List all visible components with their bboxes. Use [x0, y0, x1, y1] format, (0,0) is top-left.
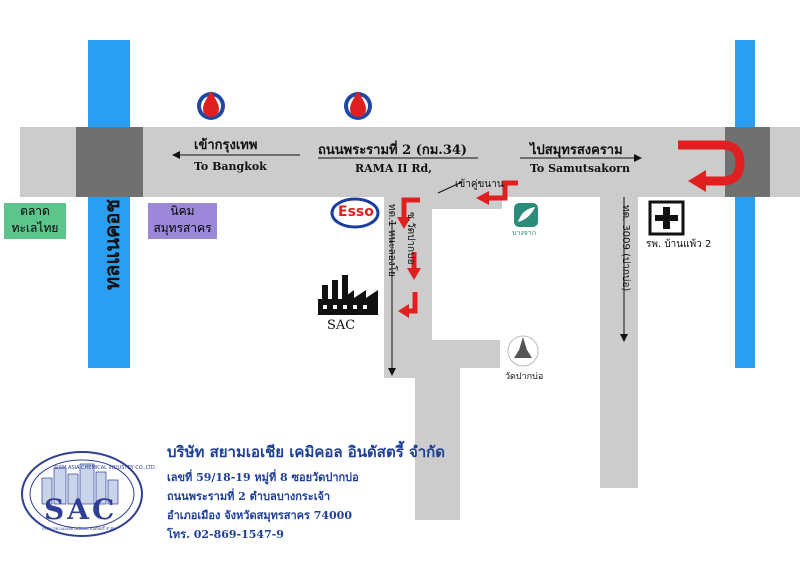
soi-wat-paknam-label: ซ.วัดปากบ่อ: [405, 212, 416, 265]
road-3009: [600, 197, 638, 488]
rama1-road-label: ทด.1 หนะลองโย: [386, 204, 397, 277]
main-road-label: RAMA II Rd,: [355, 162, 432, 175]
market-label: ตลาด ทะเลไทย: [4, 203, 66, 239]
road-3009-label: ทด. 3009 (ปากบ่อ): [620, 205, 631, 292]
left-vertical-label: ทลแนคอช: [100, 199, 124, 290]
ptt-station-1-icon: [197, 91, 225, 120]
esso-label: Esso: [338, 204, 374, 220]
sac-factory-label: SAC: [327, 318, 356, 333]
route-arrow-4: [408, 292, 418, 314]
ptt-station-2-icon: [344, 91, 372, 120]
address-line-2: ถนนพระรามที่ 2 ตำบลบางกระเจ้า: [167, 490, 331, 503]
sac-logo: [21, 451, 143, 537]
junction-left: [76, 127, 143, 197]
bangchak-logo-icon: [514, 203, 538, 227]
to-samutsongkhram-thai-label: ไปสมุทรสงคราม: [530, 143, 623, 158]
esso-logo-icon: [330, 197, 380, 229]
address-line-3: อำเภอเมือง จังหวัดสมุทรสาคร 74000: [167, 509, 352, 522]
junction-right: [725, 127, 770, 197]
river-left: [88, 40, 130, 368]
main-road-thai-label: ถนนพระรามที่ 2 (กม.34): [318, 143, 468, 158]
enter-frontage-label: เข้าคู่ขนาน: [455, 179, 504, 190]
temple-icon: [507, 335, 539, 367]
logo-sub-text: บริษัท สยามเอเชีย เคมิคอล อินดัสตรี้ จำก…: [42, 526, 116, 531]
address-line-1: เลขที่ 59/18-19 หมู่ที่ 8 ซอยวัดปากบ่อ: [167, 471, 359, 484]
river-right: [735, 40, 755, 368]
factory-icon: [318, 275, 378, 315]
main-road: [20, 127, 800, 197]
u-turn-arrow: [678, 140, 745, 186]
hospital-icon: [648, 200, 685, 236]
to-bangkok-thai-label: เข้ากรุงเทพ: [194, 138, 258, 153]
to-bangkok-label: To Bangkok: [194, 160, 267, 173]
logo-letters: SAC: [44, 493, 118, 526]
company-name: บริษัท สยามเอเชีย เคมิคอล อินดัสตรี้ จำก…: [167, 443, 446, 461]
phone-number: โทร. 02-869-1547-9: [167, 528, 284, 541]
temple-label: วัดปากบ่อ: [505, 372, 544, 382]
bangchak-label: บางจาก: [512, 229, 537, 237]
company-info: บริษัท สยามเอเชีย เคมิคอล อินดัสตรี้ จำก…: [167, 440, 445, 544]
to-samutsakorn-label: To Samutsakorn: [530, 162, 630, 175]
industrial-estate-label: นิคม สมุทรสาคร: [148, 203, 217, 239]
route-arrow-1: [488, 180, 518, 201]
route-arrow-2: [401, 197, 420, 218]
hospital-label: รพ. บ้านแพ้ว 2: [646, 239, 712, 250]
logo-ring-text: SIAM ASIA CHEMICAL INDUSTRY CO.,LTD.: [54, 465, 157, 471]
